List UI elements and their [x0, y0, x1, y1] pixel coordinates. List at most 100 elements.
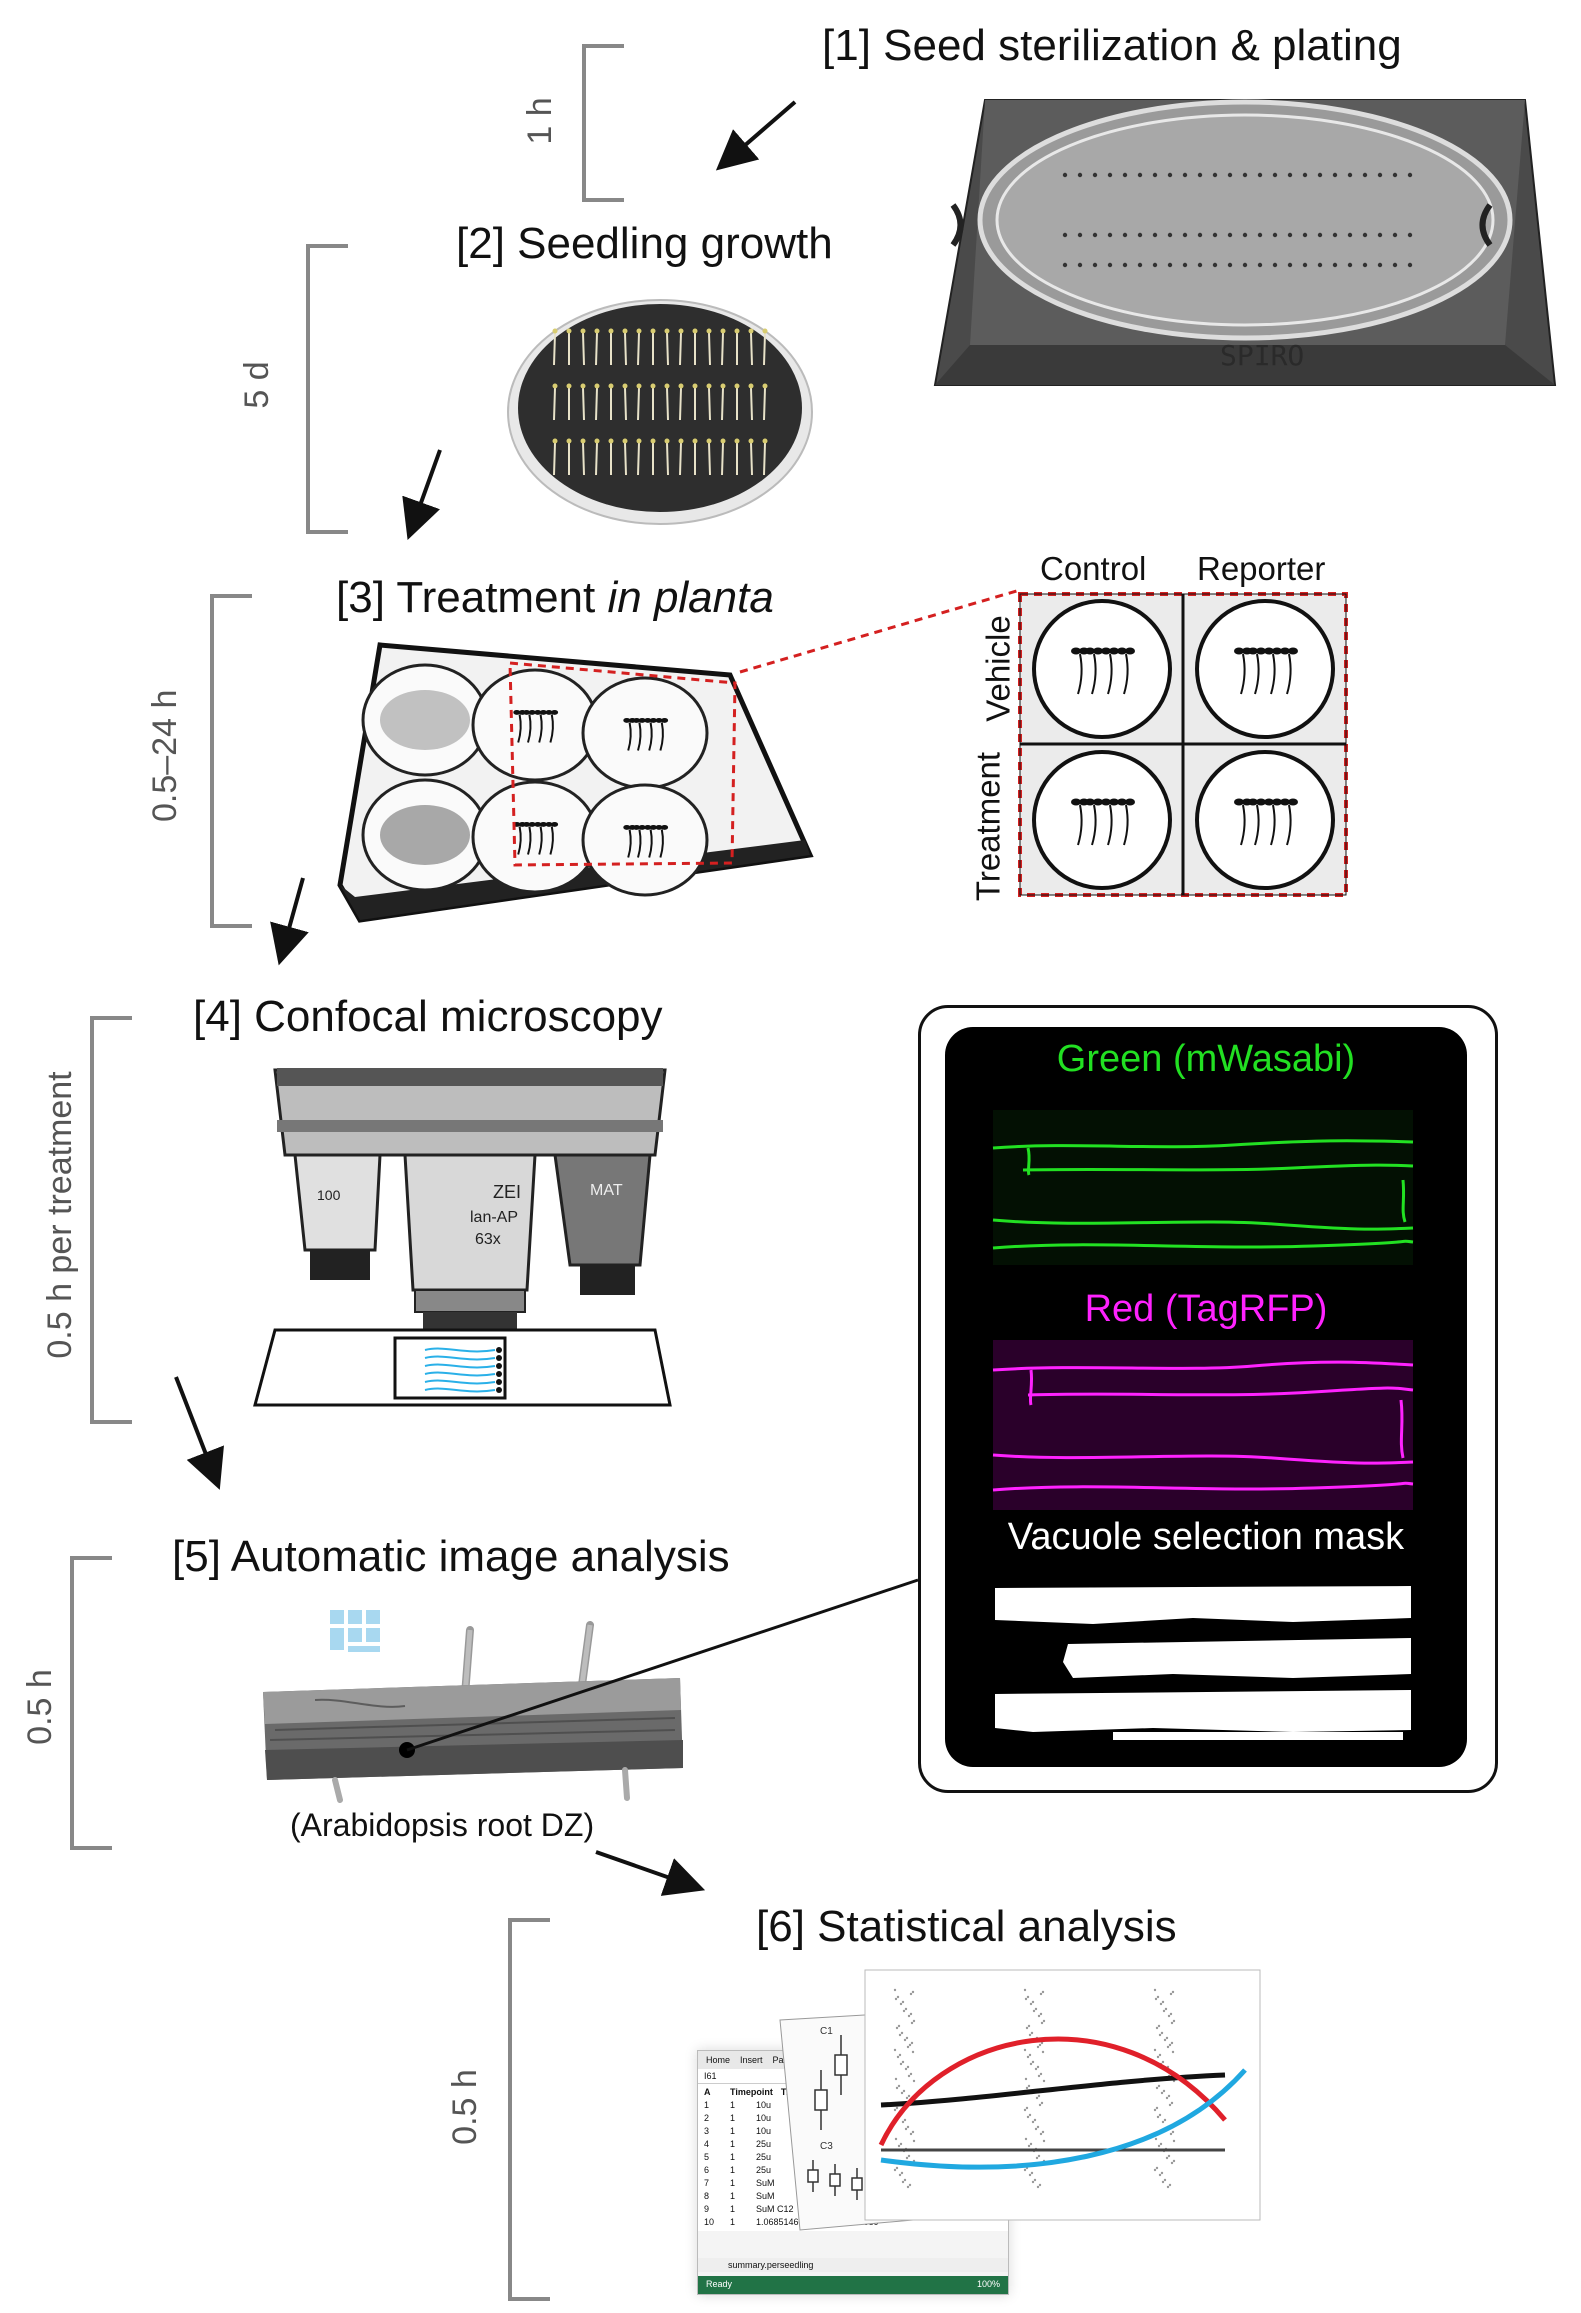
seed-dot [1272, 172, 1278, 178]
table-cell[interactable]: 9 [704, 2204, 710, 2214]
scatter-point [1029, 2062, 1033, 2066]
scatter-point [909, 2072, 913, 2076]
table-cell[interactable]: 10u [756, 2100, 772, 2110]
table-cell[interactable]: 10u [756, 2126, 772, 2136]
table-cell[interactable]: 25u [756, 2165, 772, 2175]
seedling [720, 438, 726, 476]
table-cell[interactable]: 2 [704, 2113, 710, 2123]
scatter-point [1027, 2144, 1031, 2148]
seed-dot [1287, 232, 1293, 238]
seedling [580, 328, 586, 366]
seedling-icon [534, 821, 547, 855]
scatter-point [911, 2050, 915, 2054]
slide-root [424, 1371, 496, 1377]
scatter-point [1159, 2002, 1163, 2006]
table-cell[interactable]: 10u [756, 2113, 772, 2123]
scatter-point [1036, 2045, 1040, 2049]
scatter-point [1165, 2096, 1169, 2100]
scatter-point [1161, 2120, 1165, 2124]
scatter-point [1029, 2002, 1033, 2006]
table-cell[interactable]: 1 [730, 2113, 736, 2123]
scatter-point [1031, 2060, 1035, 2064]
scatter-point [1156, 2115, 1160, 2119]
seedling-icon [1085, 647, 1103, 695]
table-cell[interactable]: A [704, 2087, 711, 2097]
scatter-point [1037, 2094, 1041, 2098]
table-cell[interactable]: 1 [730, 2100, 736, 2110]
menu-page[interactable]: Pa [772, 2055, 784, 2065]
table-cell[interactable]: 6 [704, 2165, 710, 2175]
table-cell[interactable]: 25u [756, 2152, 772, 2162]
table-cell[interactable]: 1 [730, 2191, 736, 2201]
seedling-icon [1117, 647, 1135, 695]
step-1-title: [1] Seed sterilization & plating [822, 21, 1402, 70]
seed-dot [1167, 172, 1173, 178]
seed-dot [1077, 262, 1083, 268]
table-cell[interactable]: 1 [730, 2126, 736, 2136]
table-cell[interactable]: 7 [704, 2178, 710, 2188]
table-cell[interactable]: 1 [730, 2217, 736, 2227]
scatter-point [1170, 2101, 1174, 2105]
seedling-icon [1085, 798, 1103, 846]
table-cell[interactable]: 1 [704, 2100, 710, 2110]
scatter-point [1039, 2072, 1043, 2076]
sheet-tab[interactable]: summary.perseedling [698, 2258, 1008, 2272]
table-cell[interactable]: SuM [756, 2191, 775, 2201]
scatter-point [1039, 1992, 1043, 1996]
table-cell[interactable]: SuM C12 [756, 2204, 794, 2214]
seed-dot [1062, 172, 1068, 178]
scatter-point [1172, 2019, 1176, 2023]
scatter-point [1036, 2185, 1040, 2189]
table-cell[interactable]: 10 [704, 2217, 715, 2227]
seedling [622, 328, 628, 366]
step-3-title-text: [3] Treatment [336, 573, 608, 622]
seed-dot [1092, 262, 1098, 268]
scatter-point [1039, 2132, 1043, 2136]
scatter-point [1023, 2108, 1027, 2112]
scatter-point [1171, 2130, 1175, 2134]
table-cell[interactable]: 5 [704, 2152, 710, 2162]
scatter-point [1165, 2036, 1169, 2040]
table-cell[interactable]: 1 [730, 2178, 736, 2188]
scatter-point [1155, 2026, 1159, 2030]
scatter-point [1155, 2166, 1159, 2170]
seed-rows [1062, 172, 1413, 268]
table-cell[interactable]: Timepoint [730, 2087, 773, 2097]
table-cell[interactable]: 8 [704, 2191, 710, 2201]
scatter-point [1031, 2120, 1035, 2124]
scatter-point [898, 2173, 902, 2177]
seed-dot [1317, 172, 1323, 178]
scatter-point [902, 2009, 906, 2013]
table-row: 7 1 SuM [704, 2177, 1002, 2190]
scatter-point [908, 2183, 912, 2187]
seedling [762, 438, 768, 476]
red-channel-image [992, 1340, 1414, 1510]
seedling-icon [1280, 647, 1298, 695]
seed-dot [1077, 172, 1083, 178]
menu-home[interactable]: Home [706, 2055, 731, 2065]
scatter-point [1026, 2115, 1030, 2119]
boxplot-box [851, 2168, 863, 2200]
seed-dot [1092, 172, 1098, 178]
menu-insert[interactable]: Insert [740, 2055, 763, 2065]
step-5-title: [5] Automatic image analysis [172, 1532, 730, 1581]
table-cell[interactable]: SuM [756, 2178, 775, 2188]
table-cell[interactable]: 4 [704, 2139, 710, 2149]
seed-dot [1107, 262, 1113, 268]
table-cell[interactable]: 25u [756, 2139, 772, 2149]
table-cell[interactable]: 1 [730, 2139, 736, 2149]
scatter-point [907, 2074, 911, 2078]
scatter-point [1169, 1992, 1173, 1996]
table-cell[interactable]: 1 [730, 2165, 736, 2175]
slide-cotyledon [496, 1355, 502, 1361]
seed-dot [1152, 262, 1158, 268]
scatter-point [1034, 2007, 1038, 2011]
scatter-point [910, 2041, 914, 2045]
scatter-point [1035, 2156, 1039, 2160]
table-cell[interactable]: 3 [704, 2126, 710, 2136]
seedling [608, 383, 614, 420]
table-cell[interactable]: 1 [730, 2152, 736, 2162]
seedling [734, 328, 740, 365]
table-cell[interactable]: 1 [730, 2204, 736, 2214]
scatter-point [1032, 2009, 1036, 2013]
